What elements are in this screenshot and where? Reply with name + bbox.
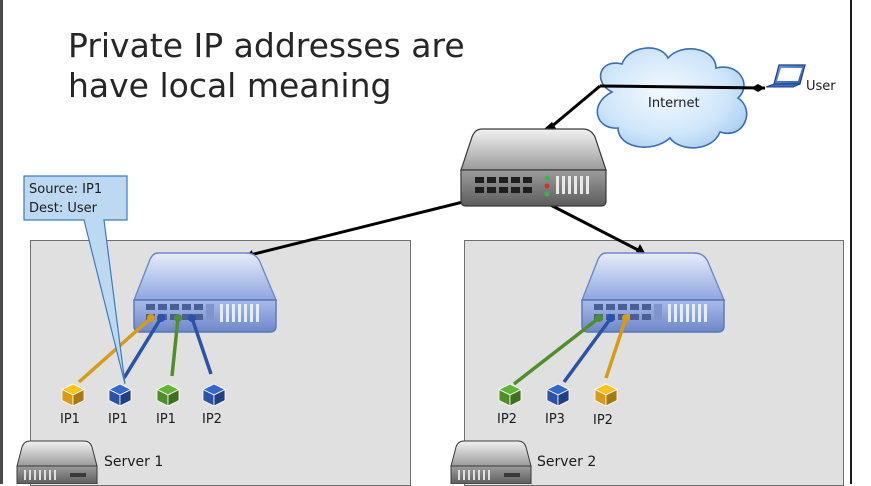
server-1-label: Server 1 [104, 454, 164, 470]
vm-cube-icon [498, 383, 522, 407]
vm-label: IP2 [497, 412, 517, 427]
vm-label: IP1 [108, 412, 128, 427]
title-line-2: have local meaning [68, 66, 392, 105]
vm-cube-icon [156, 383, 180, 407]
server-2-vm-links [512, 314, 630, 386]
right-border [850, 0, 852, 484]
user-label: User [806, 79, 836, 94]
internet-label: Internet [648, 96, 700, 111]
server-2-chassis-icon [450, 440, 532, 484]
vm-label: IP2 [593, 413, 613, 428]
core-switch-icon [460, 128, 607, 207]
server-1-switch-icon [132, 252, 278, 333]
vm-cube-icon [202, 383, 226, 407]
callout-dest: Dest: User [29, 201, 98, 216]
server-2-label: Server 2 [537, 454, 597, 470]
vm-label: IP2 [202, 412, 222, 427]
callout-source: Source: IP1 [29, 182, 103, 197]
callout-text: Source: IP1 Dest: User [29, 180, 102, 218]
server-1-vm-links [77, 314, 213, 384]
vm-cube-icon [61, 383, 85, 407]
server-2-switch-icon [580, 252, 726, 333]
packet-callout [23, 175, 128, 385]
vm-label: IP1 [156, 412, 176, 427]
vm-cube-icon [546, 383, 570, 407]
internet-cloud-icon [596, 47, 748, 149]
server-1-chassis-icon [16, 440, 98, 484]
laptop-icon [765, 64, 806, 88]
vm-label: IP3 [545, 412, 565, 427]
vm-cube-icon [594, 383, 618, 407]
title-line-1: Private IP addresses are [68, 26, 465, 65]
vm-cube-icon [108, 383, 132, 407]
vm-label: IP1 [60, 412, 80, 427]
left-border [0, 0, 3, 484]
slide-title: Private IP addresses are have local mean… [68, 26, 488, 106]
